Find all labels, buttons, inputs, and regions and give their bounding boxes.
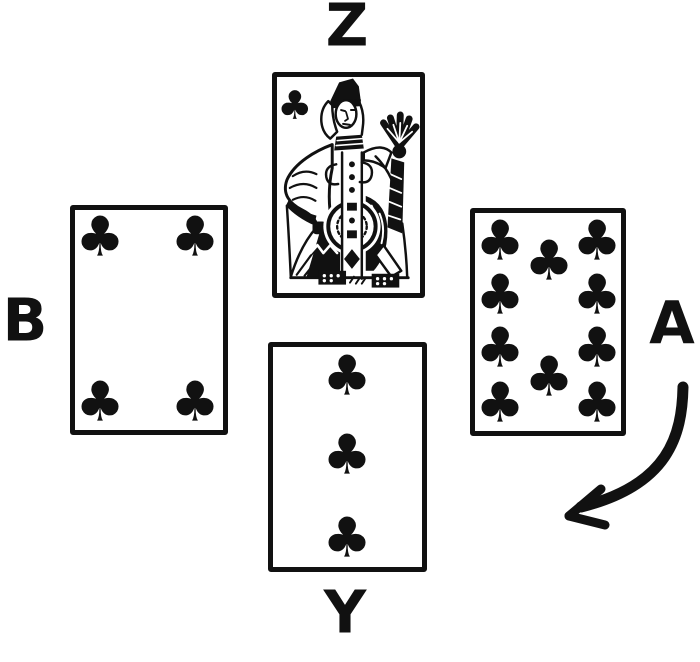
label-a: A: [649, 288, 695, 358]
club-pip: ♣: [322, 343, 372, 408]
club-pip: ♣: [322, 422, 372, 487]
card-queen-of-clubs[interactable]: ♣: [272, 72, 425, 298]
club-pip: ♣: [475, 208, 525, 273]
club-pip: ♣: [170, 204, 220, 269]
club-pip: ♣: [475, 315, 525, 380]
club-pip: ♣: [572, 370, 622, 435]
label-y: Y: [323, 577, 367, 647]
club-pip: ♣: [170, 369, 220, 434]
curved-arrow: [564, 381, 689, 530]
club-pip: ♣: [475, 262, 525, 327]
club-pip: ♣: [322, 505, 372, 570]
club-pip: ♣: [75, 369, 125, 434]
club-pip: ♣: [572, 315, 622, 380]
club-pip: ♣: [524, 228, 574, 293]
club-pip: ♣: [75, 204, 125, 269]
club-pip: ♣: [475, 370, 525, 435]
label-z: Z: [325, 0, 369, 60]
card-ten-of-clubs[interactable]: ♣♣♣♣♣♣♣♣♣♣: [470, 208, 626, 436]
label-b: B: [2, 285, 48, 355]
club-pip: ♣: [524, 344, 574, 409]
corner-club-icon: ♣: [277, 83, 312, 129]
club-pip: ♣: [572, 208, 622, 273]
queen-of-clubs-figure: ♣: [277, 78, 420, 288]
card-four-of-clubs[interactable]: ♣ ♣ ♣ ♣: [70, 205, 228, 435]
club-pip: ♣: [572, 262, 622, 327]
card-three-of-clubs[interactable]: ♣ ♣ ♣: [268, 342, 427, 572]
